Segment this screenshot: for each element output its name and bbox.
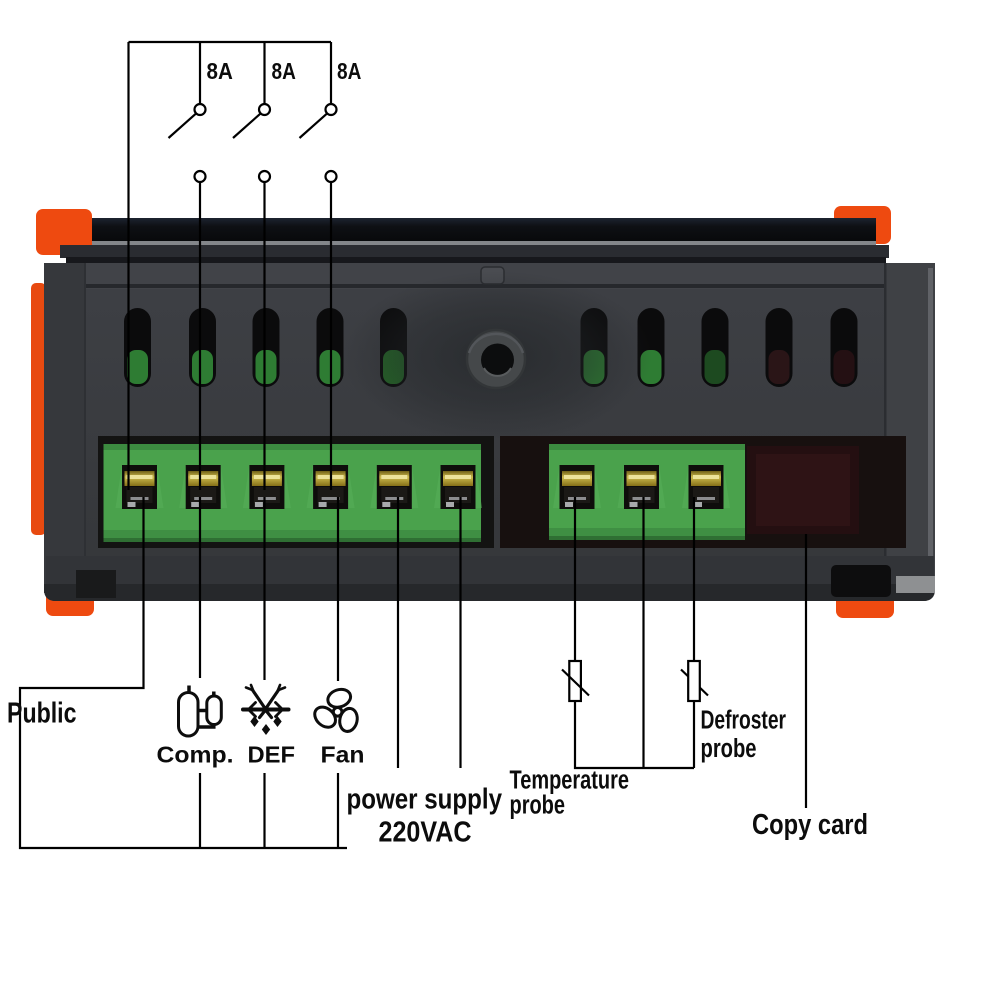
svg-text:probe: probe — [701, 735, 757, 763]
svg-text:probe: probe — [510, 792, 566, 820]
svg-text:DEF: DEF — [248, 742, 296, 768]
svg-text:8A: 8A — [272, 58, 296, 84]
svg-text:8A: 8A — [337, 58, 361, 84]
svg-text:Fan: Fan — [321, 742, 365, 768]
svg-text:220VAC: 220VAC — [379, 817, 472, 849]
svg-text:Comp.: Comp. — [157, 742, 234, 768]
svg-text:Defroster: Defroster — [701, 707, 787, 735]
svg-text:power supply: power supply — [347, 784, 503, 816]
svg-text:Copy card: Copy card — [752, 809, 868, 841]
svg-text:Temperature: Temperature — [510, 767, 630, 795]
svg-text:8A: 8A — [207, 58, 233, 84]
svg-text:Public: Public — [7, 698, 77, 730]
